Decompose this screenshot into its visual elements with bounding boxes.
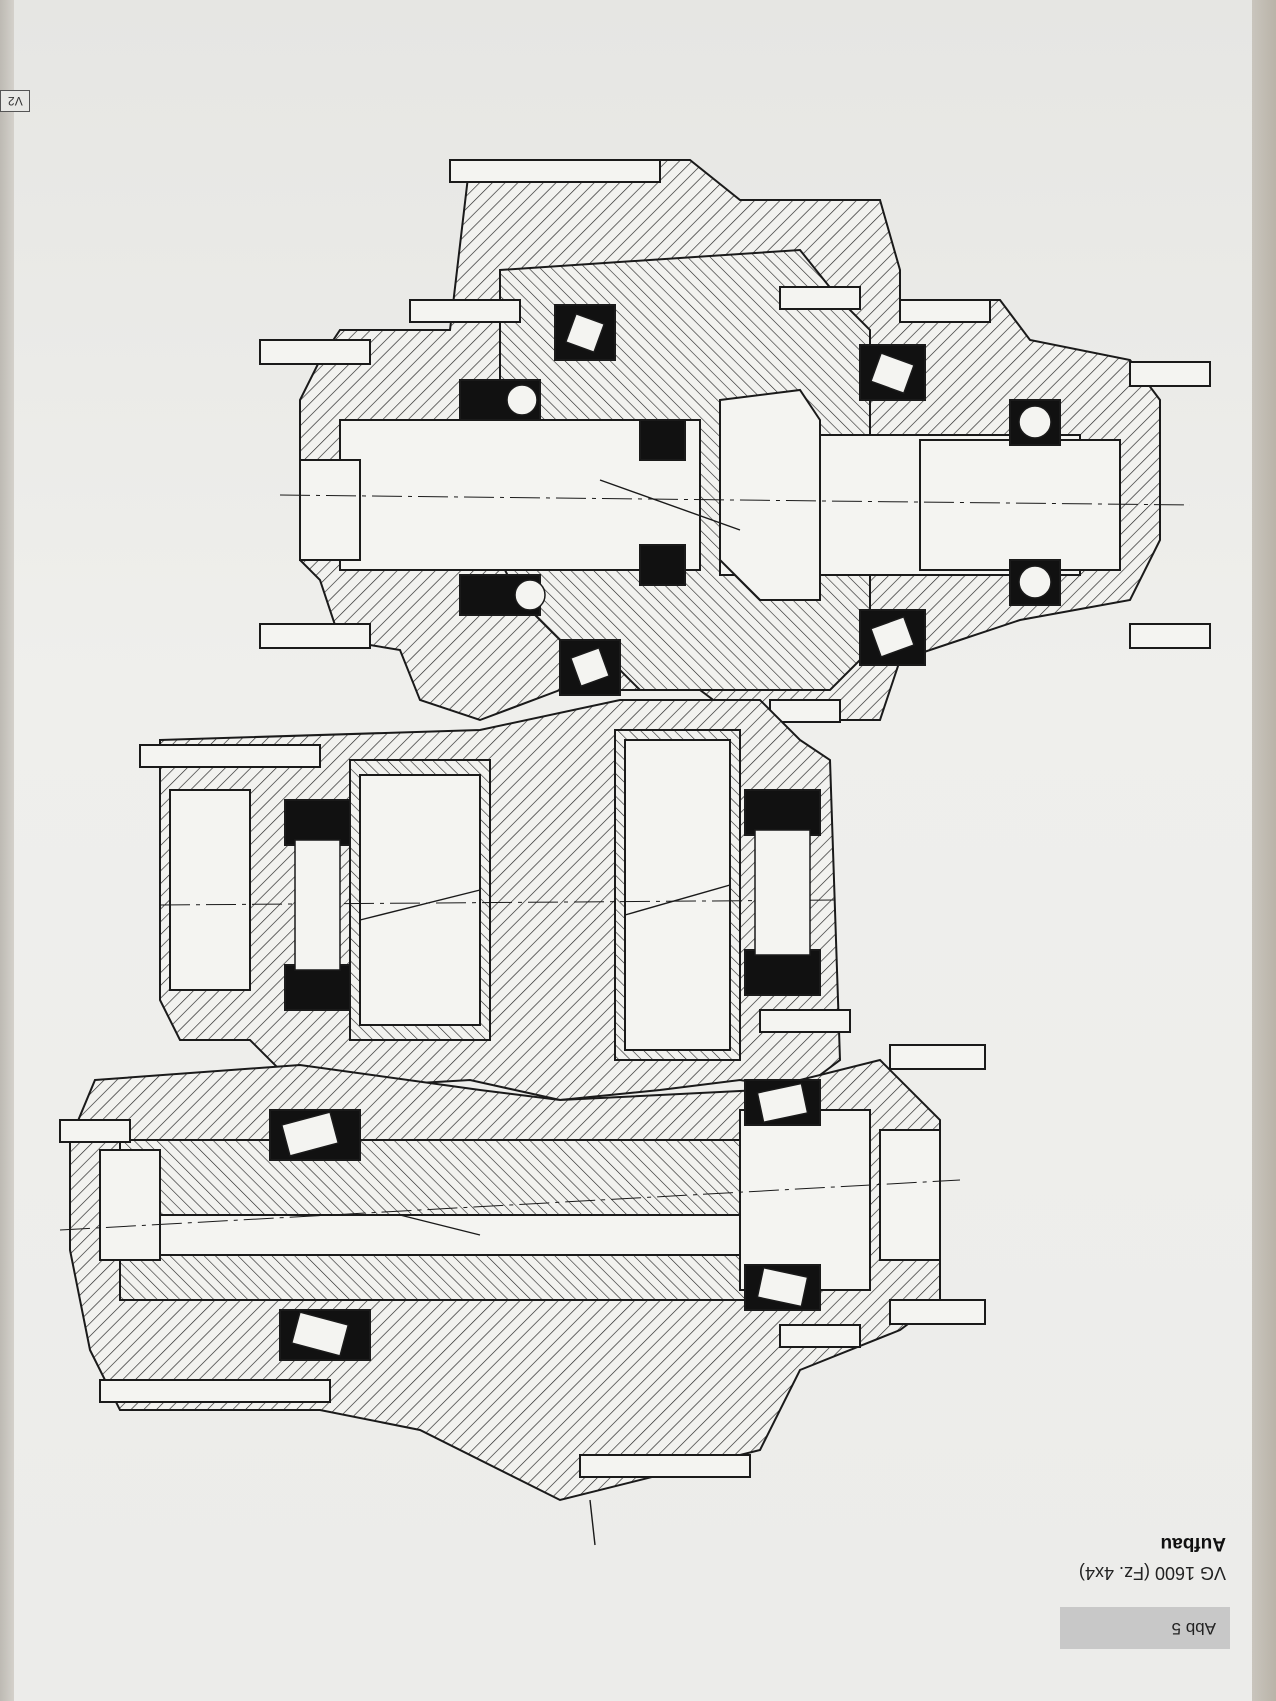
upper-housing xyxy=(259,159,1211,723)
page-right-edge xyxy=(1252,0,1276,1701)
lower-housing xyxy=(59,1044,986,1546)
middle-housing xyxy=(139,699,851,1102)
figure-title: Aufbau xyxy=(1160,1533,1226,1554)
figure-subtitle: VG 1600 (Fz. 4x4) xyxy=(1078,1563,1226,1583)
page-left-shadow xyxy=(0,0,14,1701)
figure-caption: Abb 5 VG 1600 (Fz. 4x4) Aufbau xyxy=(1060,1532,1230,1649)
figure-label: Abb 5 xyxy=(1060,1607,1230,1649)
page-tag: V2 xyxy=(0,90,30,112)
middle-bearings xyxy=(284,789,821,1011)
